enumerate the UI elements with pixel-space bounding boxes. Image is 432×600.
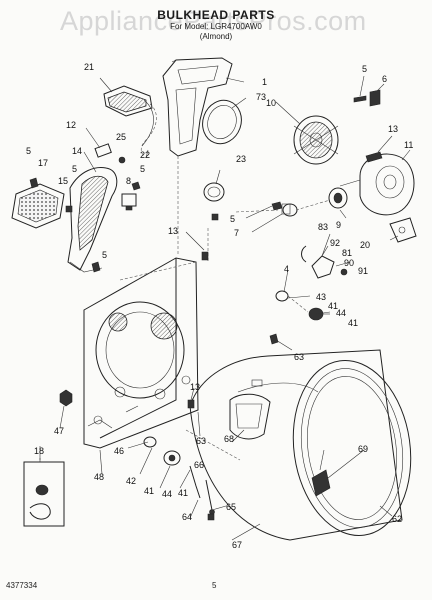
callout-62: 62 [392,514,402,524]
callout-41-upper: 41 [328,301,338,311]
color-variant: (Almond) [199,32,233,41]
callout-46: 46 [114,446,124,456]
callout-17: 17 [38,158,48,168]
callout-66: 66 [194,460,204,470]
leader-lines [39,75,411,541]
callout-13-right: 13 [388,124,398,134]
callout-65: 65 [226,502,236,512]
callout-14: 14 [72,146,82,156]
watermark: AppliancePartsPros.com [60,6,367,36]
callout-83: 83 [318,222,328,232]
callout-7: 7 [234,228,239,238]
part-47-hex-nut [59,389,73,407]
alignment-lines [119,156,331,461]
page-title: BULKHEAD PARTS [157,8,275,22]
part-12-switch [85,127,126,164]
small-screws [29,89,383,521]
callout-41-bottom: 41 [178,488,188,498]
callout-44-lower: 44 [162,489,172,499]
callout-42: 42 [126,476,136,486]
callout-10: 10 [266,98,276,108]
callout-90: 90 [344,258,354,268]
callout-44-upper: 44 [336,308,346,318]
part-73-lint-screen [202,99,242,145]
part-10-blower-wheel [293,115,339,165]
callout-labels: 1 73 10 5 6 13 11 21 12 25 22 14 5 17 15… [26,62,413,550]
callout-5-top-right: 5 [362,64,367,74]
model-subtitle: For Model: LGR4700AW0 [170,22,262,31]
part-20-mounting-plate [389,217,417,243]
callout-48: 48 [94,472,104,482]
callout-18: 18 [34,446,44,456]
callout-81: 81 [342,248,352,258]
part-23-gasket-ring [203,182,225,202]
callout-12: 12 [66,120,76,130]
callout-73: 73 [256,92,266,102]
part-17-terminal-block [11,183,65,229]
document-part-number: 4377334 [6,581,38,590]
part-48-bulkhead-panel [83,257,199,449]
callout-5-mid-left: 5 [72,164,77,174]
callout-22: 22 [140,150,150,160]
part-idler-arm-assembly [301,245,351,279]
part-69-inner-baffle [311,449,331,497]
part-1-duct-bracket [162,57,233,157]
callout-8: 8 [126,176,131,186]
callout-4: 4 [284,264,289,274]
callout-5-center: 5 [140,164,145,174]
callout-9: 9 [336,220,341,230]
callout-13-mid: 13 [168,226,178,236]
part-18-bearing-kit [23,458,65,527]
callout-25: 25 [116,132,126,142]
callout-92: 92 [330,238,340,248]
callout-13-lower: 13 [190,382,200,392]
callout-41-right: 41 [348,318,358,328]
callout-5-left: 5 [26,146,31,156]
callout-47: 47 [54,426,64,436]
callout-41-lower: 41 [144,486,154,496]
callout-23: 23 [236,154,246,164]
callout-11: 11 [404,140,413,150]
callout-20: 20 [360,240,370,250]
callout-43: 43 [316,292,326,302]
callout-21: 21 [84,62,94,72]
part-9-thermostat [328,187,348,209]
callout-68: 68 [224,434,234,444]
part-67-drum [189,349,412,541]
callout-91: 91 [358,266,368,276]
callout-5-panel: 5 [102,250,107,260]
callout-63-lower: 63 [196,436,206,446]
part-7-idler [281,203,298,217]
part-21-wire-harness [103,85,157,157]
part-68-drum-baffle [229,393,271,440]
callout-1: 1 [262,77,267,87]
part-46-roller-hardware [143,436,215,515]
page-number: 5 [212,581,217,590]
callout-15: 15 [58,176,68,186]
part-8-clip [121,193,137,211]
callout-64: 64 [182,512,192,522]
callout-69: 69 [358,444,368,454]
callout-67: 67 [232,540,242,550]
callout-5-lower: 5 [230,214,235,224]
callout-63-upper: 63 [294,352,304,362]
part-14-front-panel-left [67,167,118,273]
part-11-blower-housing [339,153,415,216]
callout-6: 6 [382,74,387,84]
